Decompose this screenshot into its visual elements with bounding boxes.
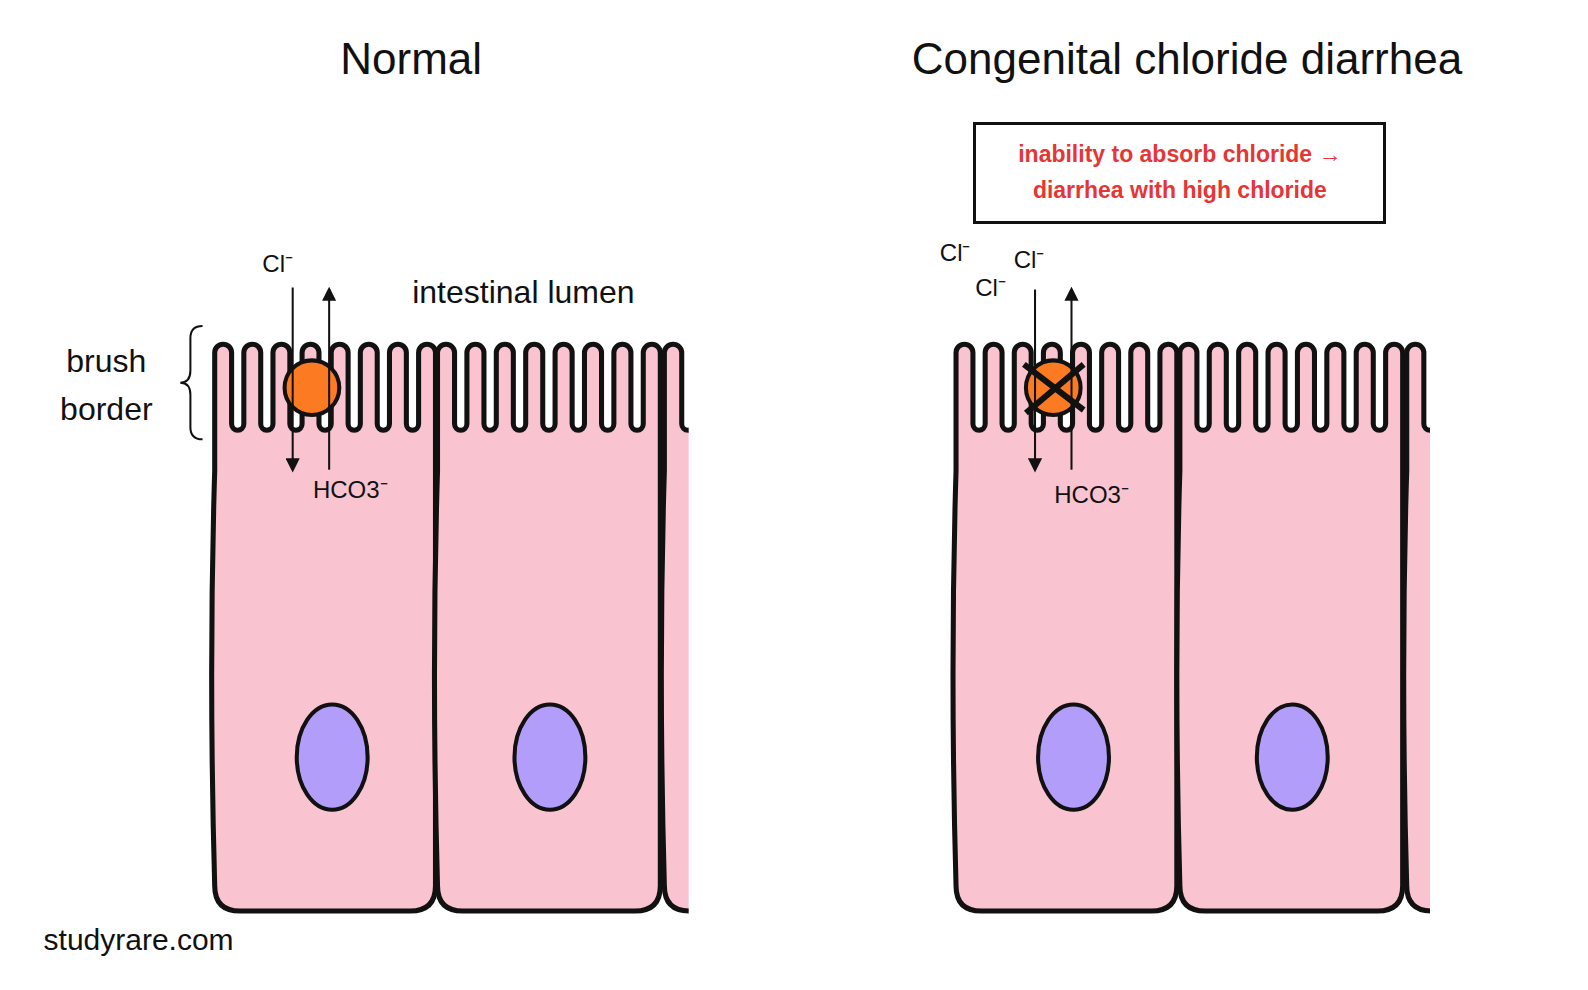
ion-label: HCO3⁻ [1054,481,1129,510]
epithelial-cell [953,344,1177,911]
chloride-arrow [292,287,294,469]
callout-box: inability to absorb chloride → diarrhea … [973,122,1386,223]
nucleus [1038,705,1109,810]
epithelial-cell [1404,344,1430,911]
ion-label: HCO3⁻ [313,476,388,505]
panel-title: Congenital chloride diarrhea [912,33,1462,86]
ion-label: Cl⁻ [940,239,971,268]
nucleus [297,705,368,810]
epithelial-cell [661,344,688,911]
epithelial-cell [1177,344,1403,911]
panel-title: Normal [340,33,482,86]
ion-label: Cl⁻ [1014,246,1045,275]
brace [180,326,202,439]
nucleus [514,705,585,810]
region-label: intestinal lumen [412,273,634,311]
ion-label: Cl⁻ [262,250,293,279]
bicarbonate-arrow [328,290,330,470]
watermark: studyrare.com [44,922,234,958]
region-label: brush border [35,337,177,433]
callout-text: inability to absorb chloride → diarrhea … [988,137,1371,208]
nucleus [1257,705,1328,810]
block-cross [1026,364,1084,413]
epithelial-cell [434,344,660,911]
bicarbonate-arrow [1070,290,1072,470]
epithelial-cell [212,344,436,911]
chloride-arrow [1034,290,1036,470]
ion-label: Cl⁻ [975,274,1006,303]
